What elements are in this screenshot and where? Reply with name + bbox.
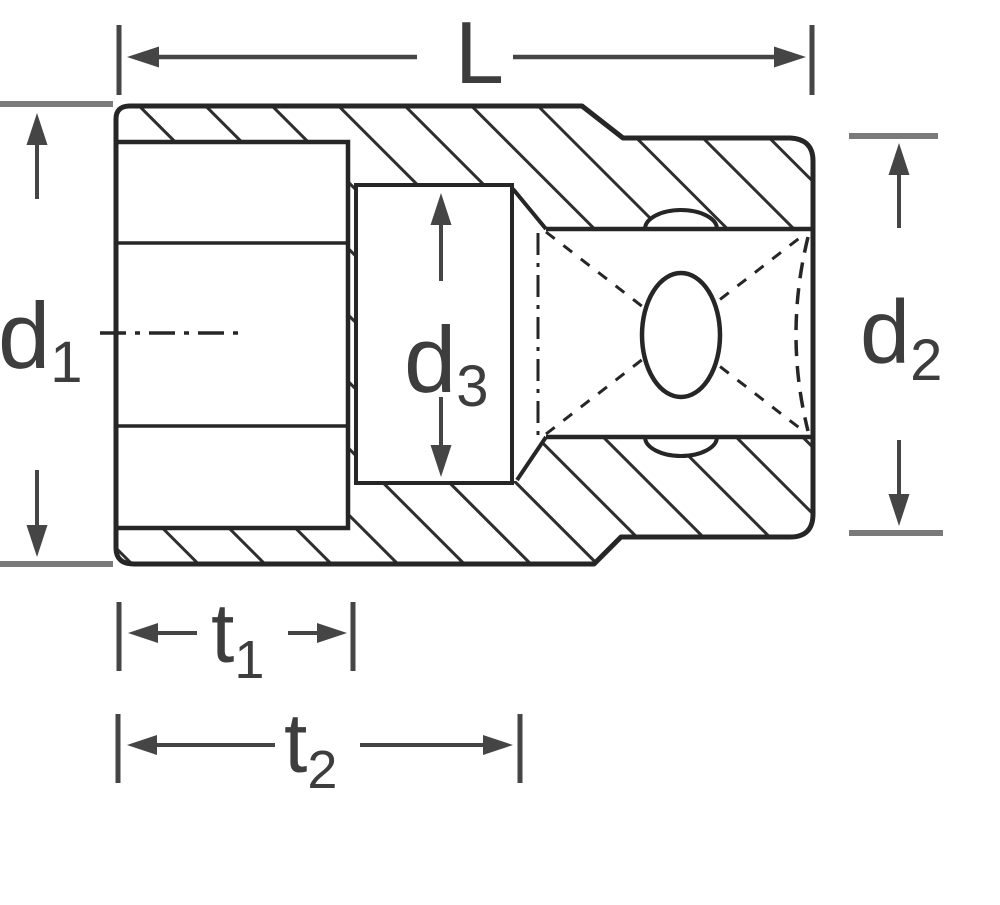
dimension-d3: d3 bbox=[404, 193, 489, 477]
bore-d3-edges bbox=[354, 183, 514, 485]
ball-bore-bottom-exit bbox=[645, 437, 717, 456]
dimension-t2: t2 bbox=[115, 696, 523, 800]
dimension-t1: t1 bbox=[116, 586, 356, 690]
ball-bore-top-arc bbox=[643, 208, 719, 230]
d2-label: d2 bbox=[860, 283, 942, 393]
cross-bore-hole bbox=[639, 270, 723, 400]
L-arrowhead-right bbox=[774, 46, 806, 68]
t1-arrowhead-left bbox=[128, 623, 158, 643]
d2-arrowhead-down bbox=[888, 494, 910, 526]
t2-label: t2 bbox=[284, 696, 337, 800]
d3-arrowhead-down bbox=[430, 445, 452, 477]
d2-arrowhead-up bbox=[888, 143, 910, 175]
t2-arrowhead-left bbox=[127, 735, 157, 755]
d3-arrowhead-up bbox=[430, 193, 452, 225]
bore-to-drive-chamfer-bottom bbox=[515, 435, 548, 482]
d1-label: d1 bbox=[0, 283, 83, 395]
t2-arrowhead-right bbox=[483, 735, 513, 755]
socket-body bbox=[100, 103, 816, 567]
body-outer-contour bbox=[113, 103, 816, 567]
ball-bore-bottom-arc bbox=[643, 436, 719, 458]
dimension-d1: d1 bbox=[0, 101, 113, 567]
bore-d3-cavity bbox=[356, 185, 512, 483]
bore-to-drive-chamfer-top bbox=[511, 187, 548, 231]
d1-arrowhead-down bbox=[26, 525, 48, 557]
dimension-L: L bbox=[116, 3, 815, 102]
d1-arrowhead-up bbox=[26, 113, 48, 145]
t1-label: t1 bbox=[211, 586, 264, 690]
hex-opening-edges bbox=[116, 139, 351, 531]
hex-opening-cavity bbox=[116, 142, 348, 528]
dimension-d2: d2 bbox=[849, 133, 943, 536]
L-label: L bbox=[455, 3, 504, 102]
drive-opening-hidden-arc bbox=[794, 236, 810, 432]
ball-bore-top-exit bbox=[645, 210, 717, 229]
L-arrowhead-left bbox=[127, 46, 159, 68]
t1-arrowhead-right bbox=[317, 623, 347, 643]
d3-label: d3 bbox=[404, 307, 489, 419]
